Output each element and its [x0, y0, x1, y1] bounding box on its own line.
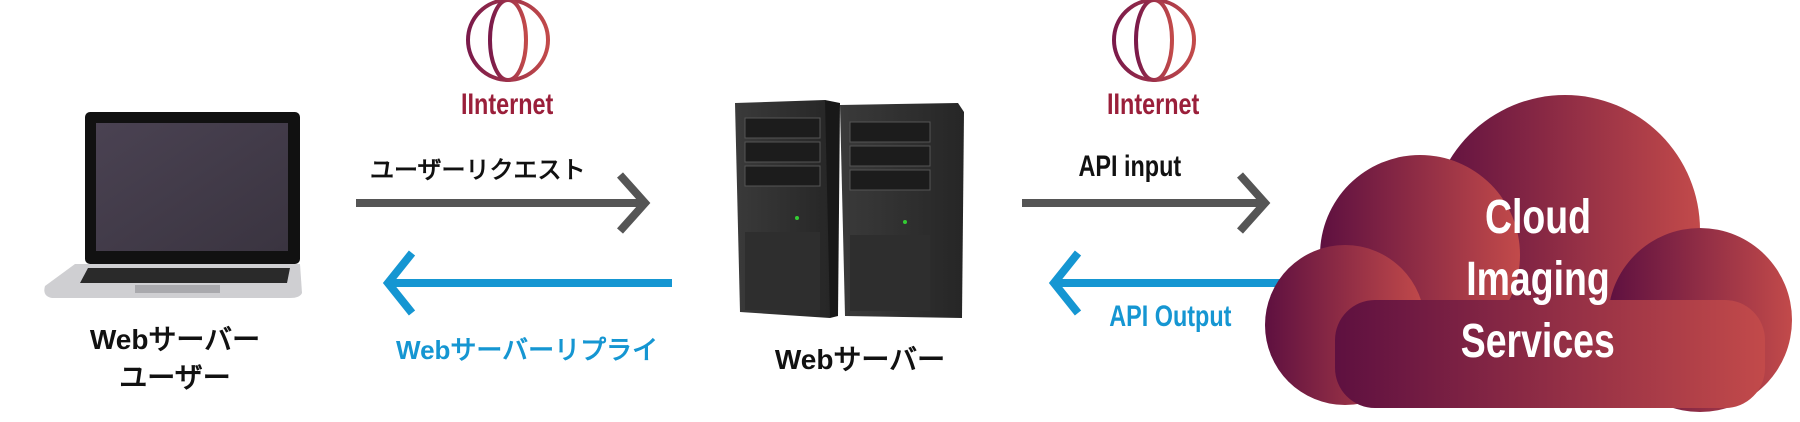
- request-arrow: [356, 172, 651, 234]
- cloud-shape: [1265, 95, 1792, 412]
- request-label: ユーザーリクエスト: [370, 157, 586, 184]
- cloud-label-line2: Imaging: [1466, 253, 1610, 306]
- api-output-arrow: [1048, 250, 1280, 316]
- reply-label: Webサーバーリプライ: [396, 335, 659, 365]
- api-input-label: API input: [1078, 150, 1182, 183]
- cloud-label: Cloud Imaging Services: [1438, 187, 1638, 373]
- internet-label-right: IInternet: [1107, 88, 1200, 121]
- reply-arrow: [382, 250, 672, 316]
- globe-icon: [466, 0, 550, 82]
- api-output-label: API Output: [1108, 300, 1232, 333]
- client-label-line2: ユーザー: [119, 362, 231, 393]
- cloud-label-line1: Cloud: [1484, 191, 1592, 244]
- laptop-icon: [44, 112, 303, 298]
- globe-icon: [1112, 0, 1196, 82]
- internet-label-left: IInternet: [461, 88, 554, 121]
- client-label-line1: Webサーバー: [89, 324, 261, 355]
- cloud-label-line3: Services: [1460, 315, 1616, 368]
- server-icon: [735, 100, 964, 318]
- api-input-arrow: [1022, 172, 1271, 234]
- web-server-label: Webサーバー: [774, 344, 946, 375]
